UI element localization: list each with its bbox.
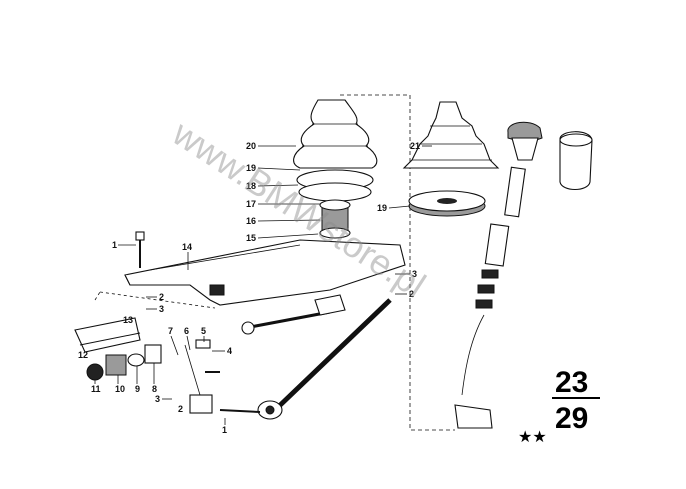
rubber-boot-20 xyxy=(293,99,378,239)
rating-stars: ★★ xyxy=(518,429,547,446)
shift-rods xyxy=(184,294,392,420)
callout-20: 20 xyxy=(246,141,256,151)
callout-18: 18 xyxy=(246,181,256,191)
callout-11: 11 xyxy=(91,384,101,394)
callout-19: 19 xyxy=(246,163,256,173)
shift-housing-14 xyxy=(124,239,406,306)
callout-5: 5 xyxy=(201,326,206,336)
gear-knob-parts xyxy=(454,121,593,429)
callout-6: 6 xyxy=(184,326,189,336)
callout-21: 21 xyxy=(410,141,420,151)
callout-16: 16 xyxy=(246,216,256,226)
ring-19 xyxy=(408,190,486,217)
callout-7: 7 xyxy=(168,326,173,336)
rubber-boot-21 xyxy=(402,101,500,169)
bolt-1 xyxy=(135,231,145,268)
bracket-13 xyxy=(74,317,141,353)
callout-4: 4 xyxy=(227,346,232,356)
callout-12: 12 xyxy=(78,350,88,360)
callout-2-upper: 2 xyxy=(159,292,164,302)
page-number-block: 23 29 ★★ xyxy=(518,366,600,446)
callout-3-right: 3 xyxy=(412,269,417,279)
callout-14: 14 xyxy=(182,242,192,252)
callout-10: 10 xyxy=(115,384,125,394)
callout-13: 13 xyxy=(123,315,133,325)
callout-1-lower: 1 xyxy=(222,425,227,435)
callout-8: 8 xyxy=(152,384,157,394)
callout-1-upper: 1 xyxy=(112,240,117,250)
callout-19-right: 19 xyxy=(377,203,387,213)
page-number-bottom: 29 xyxy=(555,402,588,435)
page-number-top: 23 xyxy=(555,366,588,399)
callout-3-upper: 3 xyxy=(159,304,164,314)
callout-3-lower: 3 xyxy=(155,394,160,404)
callout-2-lower: 2 xyxy=(178,404,183,414)
callout-9: 9 xyxy=(135,384,140,394)
callout-17: 17 xyxy=(246,199,256,209)
callout-labels: 20 19 18 17 16 15 21 19 1 14 2 3 13 12 1… xyxy=(78,141,432,435)
bushings xyxy=(86,344,162,381)
callout-2-right: 2 xyxy=(409,289,414,299)
assembly-guide-lines xyxy=(94,94,455,431)
callout-15: 15 xyxy=(246,233,256,243)
